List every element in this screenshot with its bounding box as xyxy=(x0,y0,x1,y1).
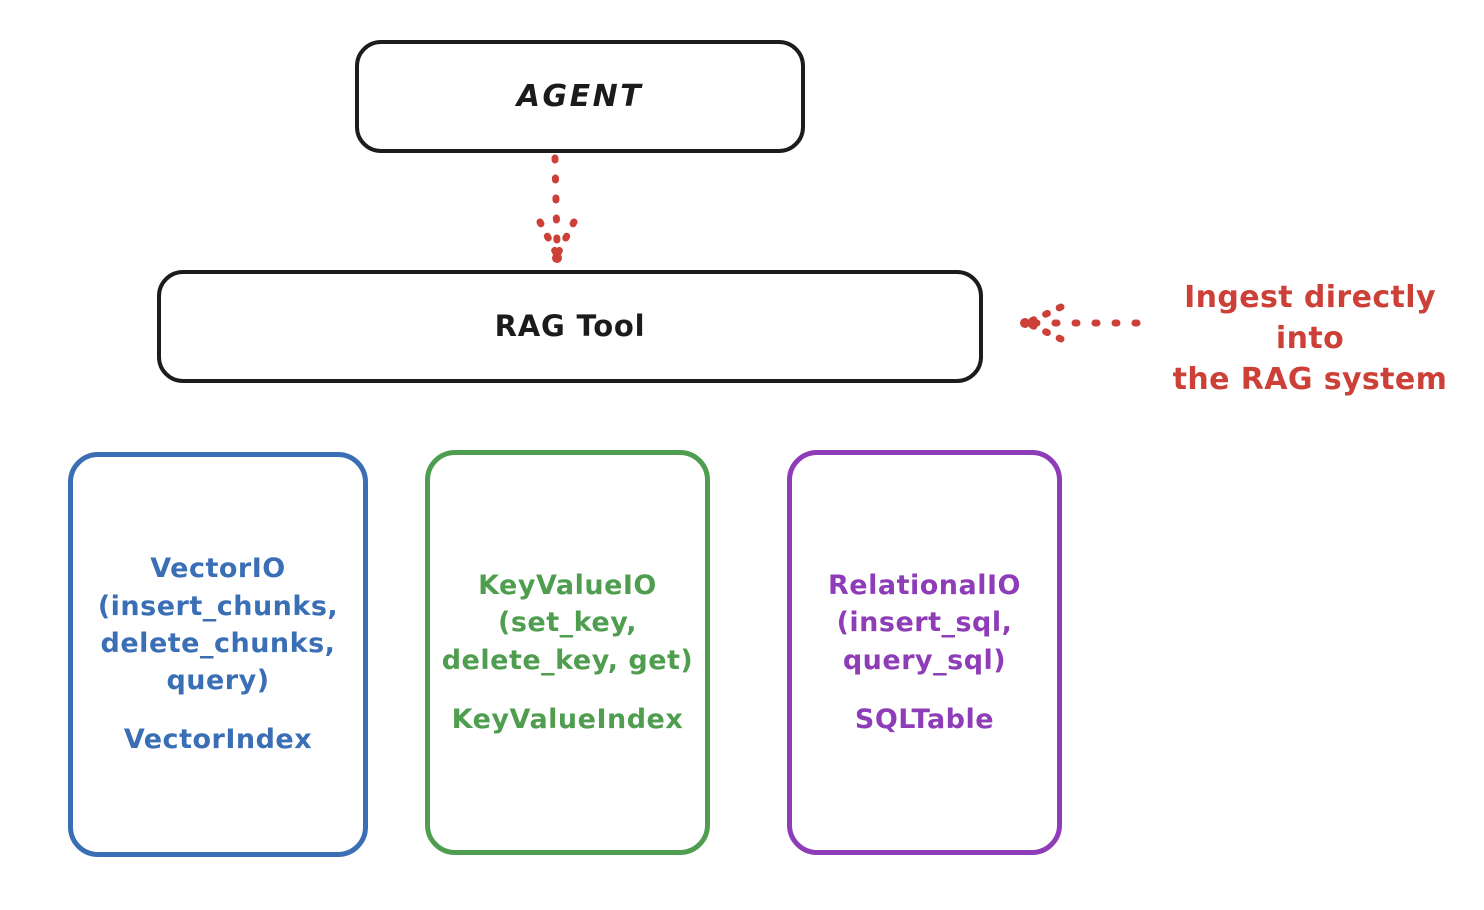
node-rag-tool-label: RAG Tool xyxy=(494,309,646,344)
spacer xyxy=(828,679,1021,701)
keyvalue-io-index: KeyValueIndex xyxy=(451,703,684,735)
node-rag-tool[interactable]: RAG Tool xyxy=(157,270,983,383)
node-agent-label: AGENT xyxy=(516,78,644,114)
spacer xyxy=(98,699,338,721)
node-vector-io[interactable]: VectorIO (insert_chunks, delete_chunks, … xyxy=(68,452,368,857)
node-keyvalue-io[interactable]: KeyValueIO (set_key, delete_key, get) Key… xyxy=(425,450,710,855)
connector-ingest-arrow xyxy=(1020,303,1141,343)
arrowhead-tip xyxy=(1020,318,1030,328)
keyvalue-io-methods: KeyValueIO (set_key, delete_key, get) xyxy=(441,570,694,676)
arrowhead-tip xyxy=(552,253,562,263)
vector-io-index: VectorIndex xyxy=(123,724,313,756)
connector-line xyxy=(551,154,561,249)
relational-io-index: SQLTable xyxy=(854,703,995,735)
connector-agent-to-rag-tool xyxy=(536,154,578,263)
arrowhead-lower-barb xyxy=(1023,319,1065,343)
arrowhead-left-barb xyxy=(536,218,561,259)
spacer xyxy=(442,679,694,701)
node-vector-io-label: VectorIO (insert_chunks, delete_chunks, … xyxy=(98,550,338,758)
vector-io-methods: VectorIO (insert_chunks, delete_chunks, … xyxy=(97,553,339,697)
node-relational-io[interactable]: RelationalIO (insert_sql, query_sql) SQLT… xyxy=(787,450,1062,855)
arrowhead-right-barb xyxy=(553,218,578,259)
node-keyvalue-io-label: KeyValueIO (set_key, delete_key, get) Key… xyxy=(442,567,694,738)
relational-io-methods: RelationalIO (insert_sql, query_sql) xyxy=(828,570,1021,676)
annotation-ingest: Ingest directly into the RAG system xyxy=(1172,280,1448,397)
arrowhead-upper-barb xyxy=(1023,303,1065,327)
node-relational-io-label: RelationalIO (insert_sql, query_sql) SQLT… xyxy=(828,567,1021,738)
node-agent[interactable]: AGENT xyxy=(355,40,805,153)
